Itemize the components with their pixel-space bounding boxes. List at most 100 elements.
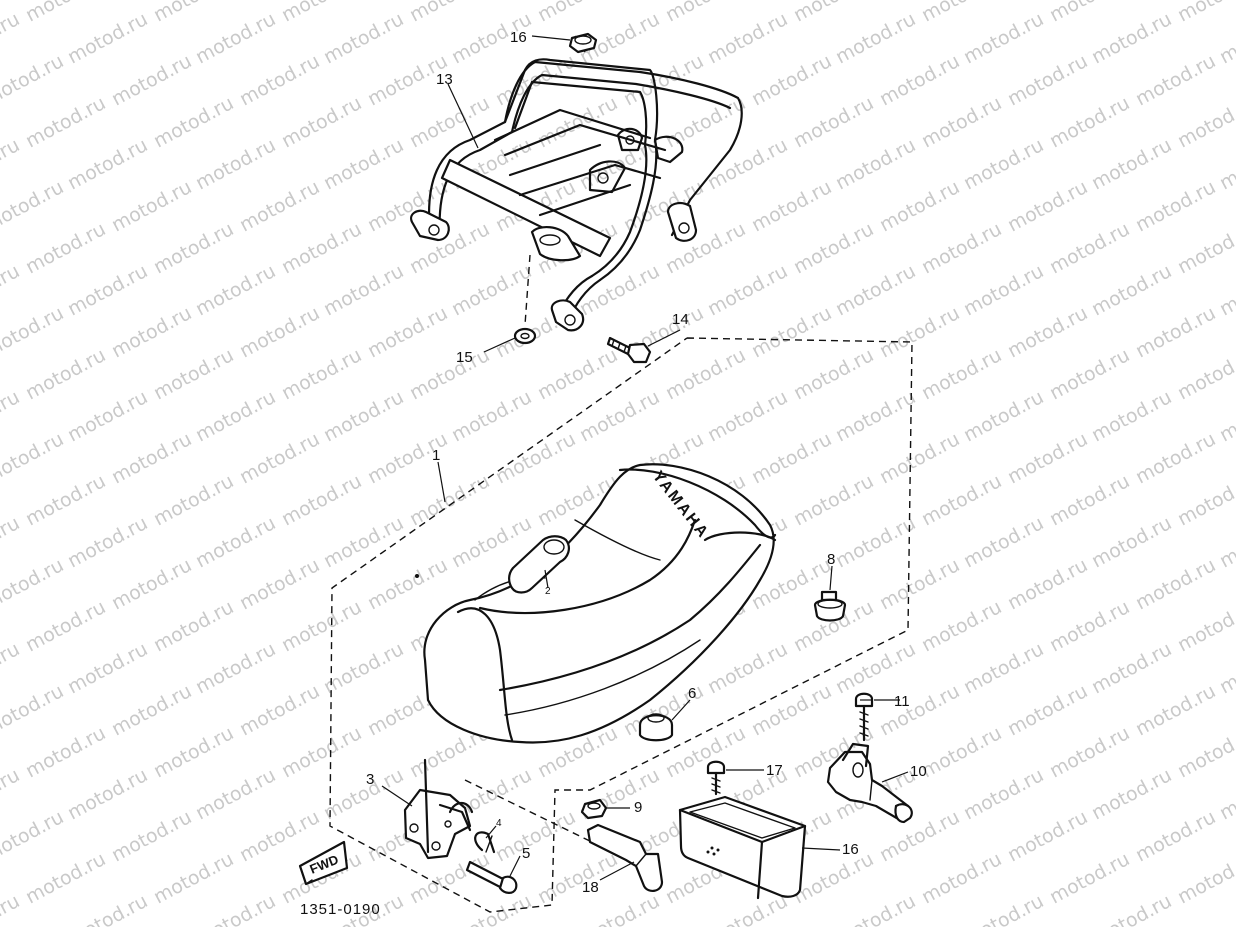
watermark-text: motod.ru [832,512,919,572]
watermark-text: motod.ru [0,386,23,446]
watermark-text: motod.ru [150,0,237,26]
watermark-text: motod.ru [320,260,407,320]
watermark-text: motod.ru [1046,0,1133,26]
watermark-text: motod.ru [0,680,67,740]
watermark-text: motod.ru [236,554,323,614]
watermark-text: motod.ru [704,638,791,698]
label-12: 13 [436,71,453,88]
watermark-text: motod.ru [832,890,919,927]
watermark-text: motod.ru [1132,554,1219,614]
part-13-bolt-icon [606,336,652,364]
watermark-text: motod.ru [1132,302,1219,362]
part-14-nut-icon [568,32,598,54]
watermark-text: motod.ru [406,470,493,530]
watermark-text: motod.ru [448,260,535,320]
watermark-text: motod.ru [918,596,1005,656]
label-14: 16 [510,29,527,46]
watermark-text: motod.ru [1132,806,1219,866]
watermark-text: motod.ru [662,344,749,404]
watermark-text: motod.ru [236,302,323,362]
watermark-text: motod.ru [748,680,835,740]
watermark-text: motod.ru [1004,176,1091,236]
watermark-text: motod.ru [960,8,1047,68]
watermark-text: motod.ru [192,260,279,320]
watermark-text: motod.ru [662,92,749,152]
watermark-text: motod.ru [1088,8,1175,68]
watermark-text: motod.ru [918,848,1005,908]
watermark-text: motod.ru [22,848,109,908]
watermark-text: motod.ru [960,764,1047,824]
label-15: 15 [456,349,473,366]
watermark-text: motod.ru [748,176,835,236]
watermark-text: motod.ru [278,722,365,782]
watermark-text: motod.ru [192,638,279,698]
rear-carrier-rack [410,58,743,332]
watermark-text: motod.ru [918,470,1005,530]
watermark-text: motod.ru [704,386,791,446]
watermark-text: motod.ru [108,806,195,866]
watermark-text: motod.ru [748,302,835,362]
watermark-text: motod.ru [960,512,1047,572]
watermark-text: motod.ru [832,134,919,194]
watermark-text: motod.ru [406,0,493,26]
part-17-screw-icon [706,760,726,796]
watermark-text: motod.ru [1216,764,1236,824]
watermark-text: motod.ru [108,428,195,488]
part-15-washer-icon [513,327,537,345]
label-1: 1 [432,447,440,464]
watermark-text: motod.ru [320,638,407,698]
label-4: 4 [496,818,502,829]
watermark-text: motod.ru [492,428,579,488]
watermark-text: motod.ru [960,260,1047,320]
label-13: 14 [672,311,689,328]
watermark-text: motod.ru [64,638,151,698]
watermark-text: motod.ru [278,218,365,278]
watermark-text: motod.ru [0,512,23,572]
label-6: 6 [688,685,696,702]
watermark-text: motod.ru [236,428,323,488]
watermark-text: motod.ru [1132,428,1219,488]
part-8-damper-icon [813,590,847,622]
watermark-text: motod.ru [1004,554,1091,614]
watermark-text: motod.ru [448,386,535,446]
watermark-text: motod.ru [278,344,365,404]
watermark-text: motod.ru [278,0,365,26]
watermark-text: motod.ru [918,344,1005,404]
watermark-text: motod.ru [108,50,195,110]
watermark-text: motod.ru [0,554,67,614]
watermark-text: motod.ru [64,8,151,68]
watermark-text: motod.ru [1046,722,1133,782]
watermark-text: motod.ru [1088,134,1175,194]
watermark-text: motod.ru [0,806,67,866]
watermark-text: motod.ru [236,50,323,110]
watermark-text: motod.ru [1046,218,1133,278]
fwd-arrow: FWD [298,840,349,886]
watermark-text: motod.ru [22,722,109,782]
watermark-text: motod.ru [960,134,1047,194]
watermark-text: motod.ru [918,722,1005,782]
watermark-text: motod.ru [1132,50,1219,110]
watermark-text: motod.ru [832,386,919,446]
part-3-hinge-bracket [403,758,474,860]
watermark-text: motod.ru [1174,344,1236,404]
watermark-text: motod.ru [1088,260,1175,320]
watermark-text: motod.ru [1216,890,1236,927]
watermark-text: motod.ru [832,638,919,698]
watermark-text: motod.ru [22,0,109,26]
watermark-text: motod.ru [1174,470,1236,530]
watermark-text: motod.ru [278,92,365,152]
watermark-text: motod.ru [406,344,493,404]
watermark-text: motod.ru [108,554,195,614]
watermark-text: motod.ru [406,848,493,908]
watermark-text: motod.ru [790,218,877,278]
watermark-text: motod.ru [192,764,279,824]
watermark-text: motod.ru [1088,890,1175,927]
watermark-text: motod.ru [1216,8,1236,68]
watermark-text: motod.ru [1046,344,1133,404]
watermark-text: motod.ru [1174,722,1236,782]
watermark-text: motod.ru [748,50,835,110]
watermark-text: motod.ru [790,344,877,404]
watermark-text: motod.ru [1004,680,1091,740]
watermark-text: motod.ru [0,50,67,110]
watermark-text: motod.ru [1088,764,1175,824]
